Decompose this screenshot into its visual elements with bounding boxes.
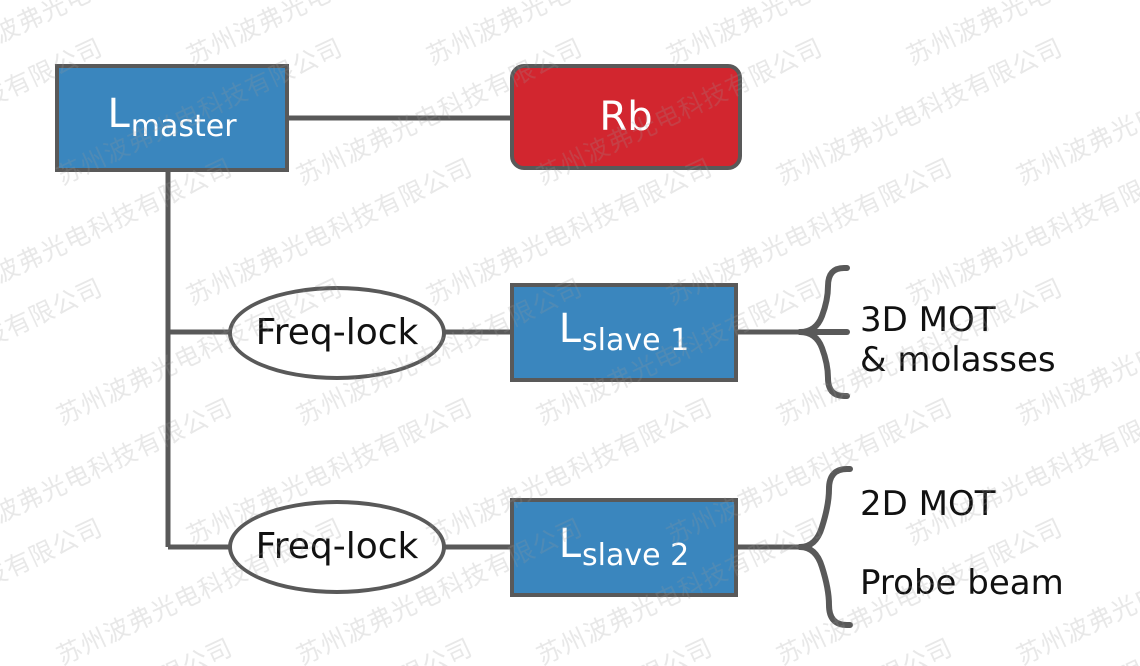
output-label-slave1: 3D MOT & molasses (860, 300, 1056, 380)
output-label-slave1-line1: 3D MOT (860, 300, 996, 340)
freq-lock-2-label: Freq-lock (255, 526, 419, 567)
freq-lock-1-label: Freq-lock (255, 312, 419, 353)
output-fork-slave2 (797, 466, 853, 628)
node-reference-cell[interactable]: Rb (510, 64, 742, 170)
slave-laser-1-subscript: slave 1 (582, 323, 690, 359)
output-label-slave2-line2-wrap: Probe beam (860, 563, 1064, 603)
output-fork-slave1 (797, 265, 850, 399)
master-laser-label: Lmaster (107, 91, 237, 144)
node-freq-lock-1[interactable]: Freq-lock (228, 286, 446, 380)
output-label-slave2-line2: Probe beam (860, 563, 1064, 603)
output-label-slave2-line1-wrap: 2D MOT (860, 484, 996, 524)
master-laser-subscript: master (130, 108, 237, 144)
slave-laser-2-subscript: slave 2 (582, 538, 690, 574)
node-master-laser[interactable]: Lmaster (55, 64, 289, 172)
reference-cell-label: Rb (599, 94, 653, 140)
node-freq-lock-2[interactable]: Freq-lock (228, 500, 446, 594)
node-slave-laser-2[interactable]: Lslave 2 (510, 498, 738, 597)
output-label-slave2-line1: 2D MOT (860, 484, 996, 524)
node-slave-laser-1[interactable]: Lslave 1 (510, 283, 738, 382)
output-label-slave1-line2: & molasses (860, 340, 1056, 381)
slave-laser-1-label: Lslave 1 (558, 305, 690, 359)
slave-laser-2-label: Lslave 2 (558, 520, 690, 574)
